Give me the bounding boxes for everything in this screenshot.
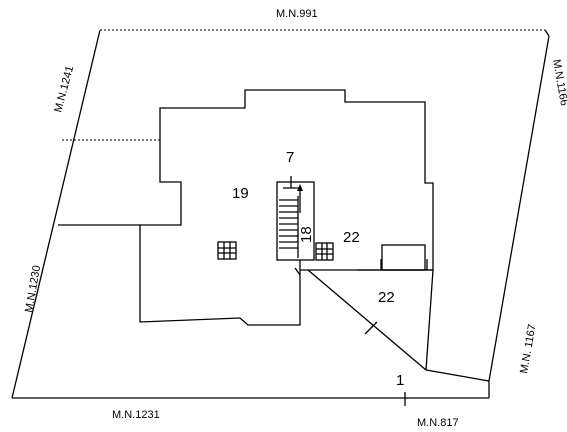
number-18: 18 xyxy=(298,226,315,243)
parcel-label-bottom-right: M.N.817 xyxy=(417,417,459,429)
stair-block xyxy=(276,176,315,261)
terrace-box xyxy=(381,244,426,271)
vent-left-frame xyxy=(217,241,237,260)
diagonal-tick xyxy=(364,321,378,335)
terrace-area xyxy=(294,244,490,406)
parcel-label-left: M.N.1230 xyxy=(23,264,43,313)
boundary-left xyxy=(11,29,101,399)
stair-frame xyxy=(276,181,315,261)
parcel-label-top-left: M.N.1241 xyxy=(52,65,76,114)
diagonal-wall xyxy=(307,269,427,371)
parcel-label-right-top: M.N.1166 xyxy=(550,58,567,106)
building-outline xyxy=(139,89,434,326)
parcel-label-top: M.N.991 xyxy=(276,8,318,20)
bottom-wall xyxy=(425,369,490,382)
junction-tick xyxy=(294,267,301,276)
vent-right xyxy=(315,242,334,261)
stair-treads xyxy=(279,199,298,249)
right-wall xyxy=(425,269,434,371)
vent-left xyxy=(217,241,237,260)
number-7: 7 xyxy=(286,149,294,166)
vent-right-frame xyxy=(315,242,334,261)
boundary-corner xyxy=(544,29,550,37)
boundary-right xyxy=(488,35,550,382)
number-1: 1 xyxy=(396,372,404,389)
parcel-label-bottom-left: M.N.1231 xyxy=(112,409,160,421)
parcel-boundary xyxy=(11,29,550,399)
vent-right-grid xyxy=(316,243,333,260)
vent-left-grid xyxy=(218,242,236,259)
number-22-upper: 22 xyxy=(343,229,360,246)
number-22-lower: 22 xyxy=(378,289,395,306)
number-19: 19 xyxy=(232,185,249,202)
parcel-label-right-bottom: M.N. 1167 xyxy=(518,323,538,374)
